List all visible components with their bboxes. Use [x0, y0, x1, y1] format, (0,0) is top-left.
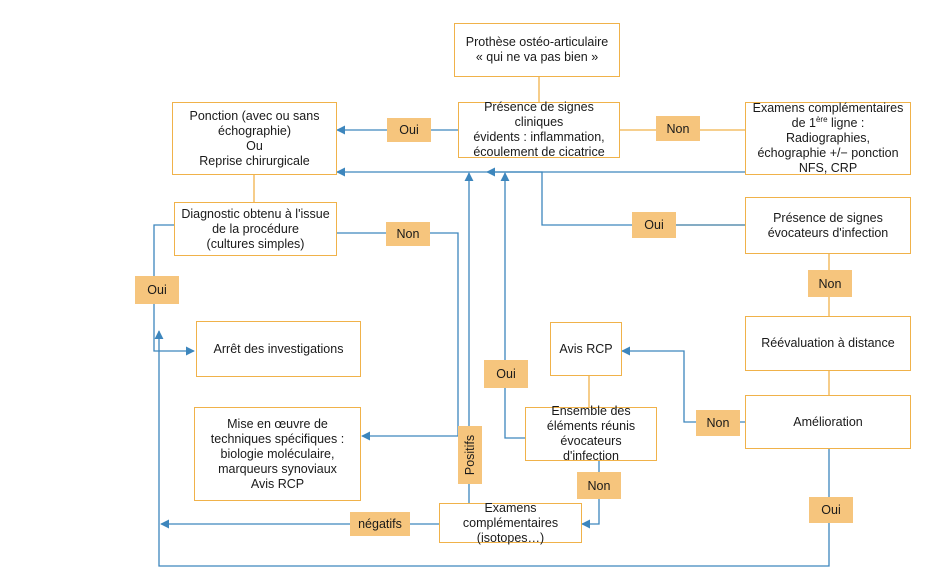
signes-cliniques-line-2: évidents : inflammation, [473, 130, 605, 144]
signes-cliniques-box: Présence de signes cliniques évidents : … [458, 100, 620, 159]
tag-positifs: Positifs [458, 426, 482, 484]
diagnostic-box: Diagnostic obtenu à l'issue de la procéd… [174, 202, 337, 256]
tag-non-clinique-label: Non [666, 121, 690, 136]
mise-en-oeuvre-line-1: Mise en œuvre de [227, 416, 328, 431]
tag-non-amelioration: Non [696, 410, 740, 436]
ensemble-box: Ensemble des éléments réunis évocateurs … [525, 404, 657, 463]
tag-non-infection-label: Non [818, 276, 842, 291]
examens-1-line-2-pre: de 1 [791, 116, 816, 130]
tag-non-amelioration-label: Non [706, 416, 730, 430]
reevaluation-line-1: Réévaluation à distance [761, 336, 895, 350]
tag-oui-clinique: Oui [387, 118, 431, 142]
ponction-line-4: Reprise chirurgicale [199, 153, 310, 168]
amelioration-box: Amélioration [745, 395, 911, 449]
avis-rcp-box: Avis RCP [550, 322, 622, 376]
ponction-box: Ponction (avec ou sans échographie) Ou R… [172, 102, 337, 175]
tag-non-clinique: Non [656, 116, 700, 141]
tag-oui-clinique-label: Oui [399, 123, 419, 137]
avis-rcp-line-1: Avis RCP [559, 341, 613, 356]
ponction-line-3: Ou [246, 138, 263, 153]
examens-1-line-1: Examens complémentaires [752, 101, 904, 115]
tag-non-infection: Non [808, 270, 852, 297]
tag-oui-diagnostic-label: Oui [147, 283, 167, 297]
diagnostic-line-1: Diagnostic obtenu à l'issue [181, 206, 330, 221]
tag-oui-diagnostic: Oui [135, 276, 179, 304]
examens-isotopes-line-1: Examens complémentaires [462, 500, 559, 530]
tag-oui-amelioration-label: Oui [821, 503, 841, 517]
diagnostic-line-3: (cultures simples) [206, 236, 305, 251]
diagnostic-line-2: de la procédure [212, 221, 299, 236]
ensemble-line-2: éléments réunis [546, 419, 636, 433]
signes-infection-box: Présence de signes évocateurs d'infectio… [745, 197, 911, 254]
reevaluation-box: Réévaluation à distance [745, 316, 911, 371]
examens-1-line-4: NFS, CRP [798, 161, 858, 175]
tag-non-diagnostic-label: Non [396, 227, 420, 241]
tag-oui-infection-label: Oui [644, 218, 664, 232]
tag-negatifs-label: négatifs [358, 517, 402, 531]
signes-infection-line-1: Présence de signes [773, 210, 883, 225]
tag-positifs-label: Positifs [463, 434, 478, 476]
examens-isotopes-box: Examens complémentaires (isotopes…) [439, 500, 582, 545]
examens-premiere-ligne-box: Examens complémentaires de 1ère ligne : … [745, 101, 911, 175]
signes-infection-line-2: évocateurs d'infection [767, 225, 889, 240]
examens-1-line-2-post: ligne : Radiographies, [785, 116, 871, 145]
ensemble-line-3: évocateurs d'infection [560, 434, 622, 463]
examens-1-line-3: échographie +/− ponction [757, 146, 899, 160]
tag-oui-infection: Oui [632, 212, 676, 238]
mise-en-oeuvre-line-2: techniques spécifiques : [210, 431, 345, 446]
tag-oui-amelioration: Oui [809, 497, 853, 523]
tag-negatifs: négatifs [350, 512, 410, 536]
tag-non-ensemble: Non [577, 472, 621, 499]
arret-box: Arrêt des investigations [196, 321, 361, 377]
mise-en-oeuvre-line-5: Avis RCP [250, 476, 305, 491]
tag-non-diagnostic: Non [386, 222, 430, 246]
signes-cliniques-line-1: Présence de signes cliniques [484, 100, 594, 129]
ponction-line-1: Ponction (avec ou sans [189, 108, 320, 123]
prothese-line-2: « qui ne va pas bien » [475, 50, 599, 64]
tag-oui-ensemble-label: Oui [496, 367, 516, 381]
examens-1-line-2: de 1ère ligne : Radiographies, [752, 114, 904, 146]
mise-en-oeuvre-box: Mise en œuvre de techniques spécifiques … [194, 407, 361, 501]
examens-isotopes-line-2: (isotopes…) [476, 530, 545, 545]
mise-en-oeuvre-line-4: marqueurs synoviaux [218, 461, 337, 476]
ponction-line-2: échographie) [218, 123, 291, 138]
mise-en-oeuvre-line-3: biologie moléculaire, [220, 446, 335, 461]
prothese-line-1: Prothèse ostéo-articulaire [465, 35, 609, 49]
examens-1-line-2-sup: ère [815, 114, 828, 124]
amelioration-line-1: Amélioration [793, 414, 863, 429]
ensemble-line-1: Ensemble des [551, 404, 631, 418]
tag-non-ensemble-label: Non [587, 478, 611, 493]
tag-oui-ensemble: Oui [484, 360, 528, 388]
signes-cliniques-line-3: écoulement de cicatrice [473, 145, 605, 159]
arret-line-1: Arrêt des investigations [213, 341, 344, 356]
prothese-box: Prothèse ostéo-articulaire « qui ne va p… [454, 23, 620, 77]
